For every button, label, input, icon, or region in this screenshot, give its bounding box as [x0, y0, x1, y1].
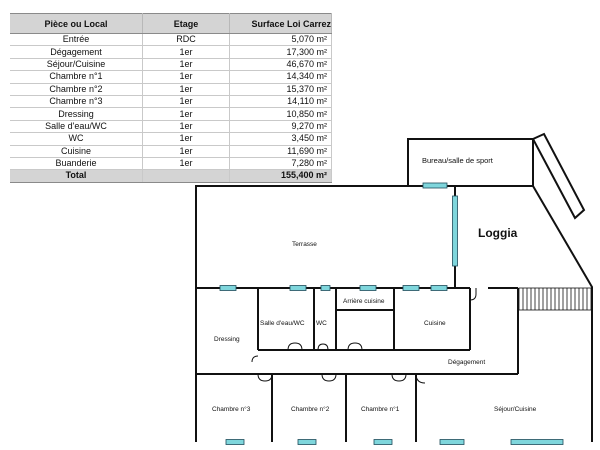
label-wc: WC [316, 320, 327, 327]
door-arc-salle-eau [287, 342, 303, 351]
cell-etage: 1er [142, 95, 230, 109]
cell-piece: Chambre n°1 [10, 70, 143, 84]
label-salle-eau-wc: Salle d'eau/WC [260, 320, 305, 327]
label-chambre1: Chambre n°1 [361, 405, 400, 413]
door-arc-chambre3 [257, 373, 273, 382]
door-arc-sejour [415, 373, 426, 384]
table-header-row: Pièce ou Local Etage Surface Loi Carrez [10, 13, 332, 34]
wall-outer [195, 185, 593, 442]
door-arc-dressing [251, 355, 259, 363]
cell-etage: 1er [142, 107, 230, 121]
window-cuisine-1 [402, 285, 420, 291]
window-chambre2 [297, 439, 317, 445]
cell-surface: 15,370 m² [229, 83, 332, 96]
window-loggia [452, 195, 458, 267]
cell-surface: 9,270 m² [229, 120, 332, 134]
window-chambre1 [373, 439, 393, 445]
label-degagement: Dégagement [448, 359, 485, 366]
label-cuisine: Cuisine [424, 320, 446, 327]
total-surface: 155,400 m² [229, 169, 332, 183]
window-dressing [219, 285, 237, 291]
label-chambre3: Chambre n°3 [212, 405, 251, 413]
label-bureau: Bureau/salle de sport [422, 156, 494, 165]
plan-windows [219, 182, 564, 445]
plan-walls [195, 132, 593, 442]
cell-surface: 14,110 m² [229, 95, 332, 109]
wall-bureau [407, 138, 534, 186]
cell-etage: 1er [142, 70, 230, 84]
cell-surface: 10,850 m² [229, 107, 332, 121]
cell-piece: Dressing [10, 107, 143, 121]
cell-etage: 1er [142, 58, 230, 72]
cell-etage: RDC [142, 33, 230, 47]
window-sejour-2 [510, 439, 564, 445]
cell-piece: Séjour/Cuisine [10, 58, 143, 72]
window-arriere-cuisine [359, 285, 377, 291]
table-total-row: Total 155,400 m² [10, 169, 332, 183]
label-loggia: Loggia [478, 226, 518, 240]
cell-etage: 1er [142, 83, 230, 96]
window-salle-eau [289, 285, 307, 291]
cell-surface: 46,670 m² [229, 58, 332, 72]
window-cuisine-2 [430, 285, 448, 291]
cell-piece: Chambre n°3 [10, 95, 143, 109]
label-dressing: Dressing [214, 336, 240, 343]
door-arc-chambre1 [391, 373, 407, 382]
cell-surface: 5,070 m² [229, 33, 332, 47]
cell-etage: 1er [142, 157, 230, 171]
cell-piece: Entrée [10, 33, 143, 47]
door-arc-arriere-cuisine [347, 342, 363, 351]
cell-etage: 1er [142, 120, 230, 134]
label-sejour-cuisine: Séjour/Cuisine [494, 406, 537, 413]
cell-piece: Salle d'eau/WC [10, 120, 143, 134]
cell-surface: 14,340 m² [229, 70, 332, 84]
column-header-piece: Pièce ou Local [10, 13, 143, 34]
cell-piece: Buanderie [10, 157, 143, 171]
cell-piece: Chambre n°2 [10, 83, 143, 96]
cell-piece: WC [10, 132, 143, 146]
total-label: Total [10, 169, 143, 183]
window-chambre3 [225, 439, 245, 445]
total-etage [142, 169, 230, 183]
door-arc-cuisine [469, 288, 477, 301]
staircase [518, 287, 592, 311]
column-header-etage: Etage [142, 13, 230, 34]
door-arc-chambre2 [321, 373, 337, 382]
cell-etage: 1er [142, 45, 230, 59]
cell-piece: Cuisine [10, 145, 143, 158]
label-chambre2: Chambre n°2 [291, 405, 330, 413]
label-terrasse: Terrasse [292, 241, 317, 248]
cell-surface: 17,300 m² [229, 45, 332, 59]
cell-surface: 3,450 m² [229, 132, 332, 146]
label-arriere-cuisine: Arrière cuisine [343, 298, 385, 305]
window-wc [320, 285, 331, 291]
window-sejour-1 [439, 439, 465, 445]
cell-surface: 11,690 m² [229, 145, 332, 158]
door-arc-wc [317, 343, 329, 351]
surface-table: Pièce ou Local Etage Surface Loi Carrez … [10, 13, 332, 183]
cell-piece: Dégagement [10, 45, 143, 59]
plan-labels: Bureau/salle de sport Loggia Terrasse Ar… [212, 156, 537, 413]
cell-etage: 1er [142, 132, 230, 146]
cell-surface: 7,280 m² [229, 157, 332, 171]
window-bureau [422, 182, 448, 189]
wall-slanted-panel [531, 132, 586, 220]
plan-doors [251, 288, 477, 384]
cell-etage: 1er [142, 145, 230, 158]
column-header-surface: Surface Loi Carrez [229, 13, 332, 34]
